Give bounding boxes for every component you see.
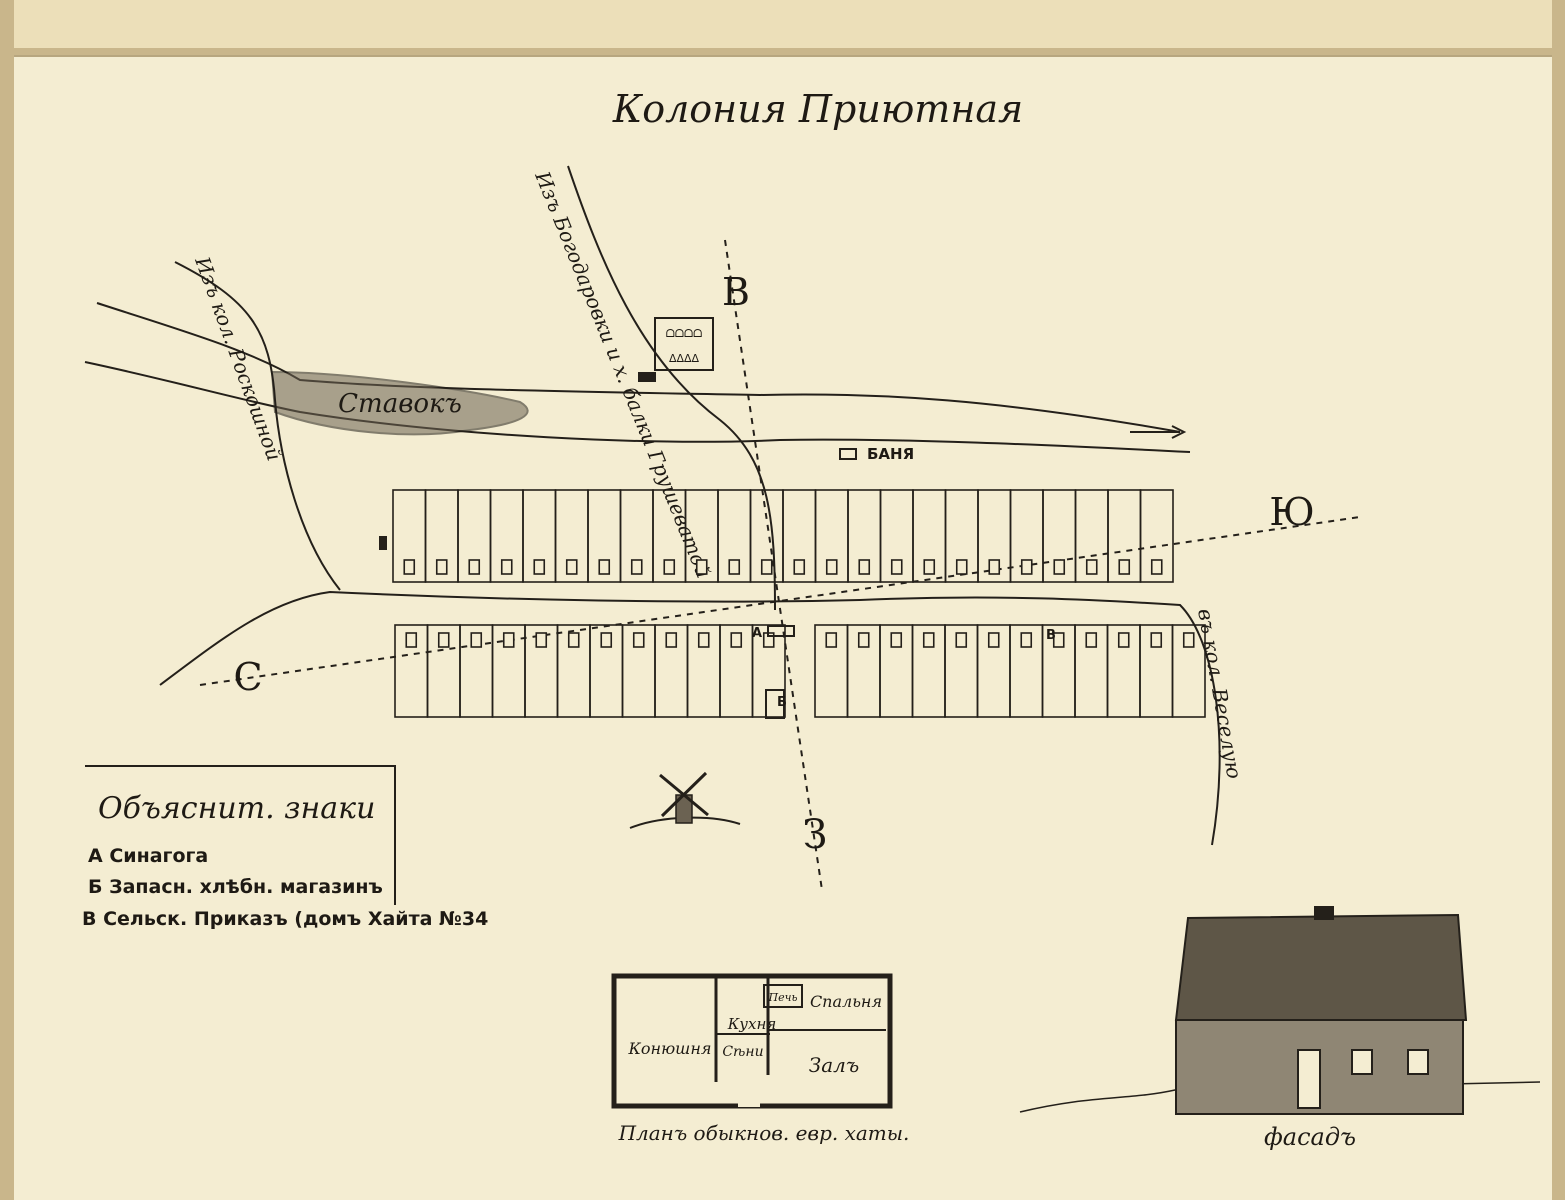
south-row-house xyxy=(665,632,678,648)
marker-village-office: В xyxy=(1046,628,1056,643)
south-row-house xyxy=(730,632,743,648)
room-stove: Печь xyxy=(768,991,798,1004)
south-row-house xyxy=(1150,632,1163,648)
bath-house xyxy=(839,448,857,460)
house-plan-caption: Планъ обыкнов. евр. хаты. xyxy=(618,1121,910,1145)
north-row-house xyxy=(825,559,838,575)
north-row-house xyxy=(1053,559,1066,575)
synagogue-building xyxy=(767,625,795,637)
marker-synagogue: А xyxy=(752,626,762,641)
granary-building xyxy=(765,689,785,719)
south-row-house xyxy=(632,632,645,648)
north-row-house xyxy=(663,559,676,575)
north-row-house xyxy=(760,559,773,575)
road-north xyxy=(567,165,776,611)
south-row-house xyxy=(987,632,1000,648)
previous-page-strip xyxy=(14,0,1552,48)
marker-granary: Б xyxy=(777,695,787,710)
main-street xyxy=(159,590,1221,846)
pond-label: Ставокъ xyxy=(338,389,462,419)
north-row-house xyxy=(695,559,708,575)
axis-east-west xyxy=(724,239,823,891)
map-title: Колония Приютная xyxy=(612,87,1023,131)
plot-row-south xyxy=(394,624,1206,718)
stream-bank-north xyxy=(96,302,1181,433)
compass-west: З xyxy=(803,812,828,858)
compass-east: В xyxy=(722,270,750,314)
south-row-house xyxy=(1117,632,1130,648)
north-row-house xyxy=(403,559,416,575)
legend-item-b: Б Запасн. хлѣбн. магазинъ xyxy=(88,876,383,898)
south-row-house xyxy=(437,632,450,648)
south-row-house xyxy=(922,632,935,648)
south-row-house xyxy=(1182,632,1195,648)
north-row-house xyxy=(565,559,578,575)
south-row-house xyxy=(567,632,580,648)
axis-north-south xyxy=(199,516,1361,686)
room-stable: Конюшня xyxy=(628,1039,712,1058)
room-kitchen: Кухня xyxy=(727,1015,777,1033)
cemetery-plot: ᗝᗝᗝᗝ ᐃᐃᐃᐃ xyxy=(638,317,714,382)
outbuilding xyxy=(379,536,387,550)
north-row-house xyxy=(890,559,903,575)
north-row-house xyxy=(1118,559,1131,575)
compass-south: Ю xyxy=(1269,490,1314,534)
south-row-house xyxy=(890,632,903,648)
bath-label: БАНЯ xyxy=(867,445,914,463)
room-parlor: Залъ xyxy=(809,1053,859,1077)
south-row-house xyxy=(535,632,548,648)
legend-item-v: В Сельск. Приказъ (домъ Хайта №34 xyxy=(82,908,488,930)
north-row-house xyxy=(533,559,546,575)
south-row-house xyxy=(600,632,613,648)
south-row-house xyxy=(502,632,515,648)
north-row-house xyxy=(1020,559,1033,575)
legend-title: Объяснит. знаки xyxy=(98,791,375,826)
south-row-house xyxy=(1020,632,1033,648)
north-row-house xyxy=(500,559,513,575)
house-plan: Конюшня Печь Спальня Кухня Сѣни Залъ Пла… xyxy=(611,973,910,1145)
north-row-house xyxy=(1085,559,1098,575)
north-row-house xyxy=(923,559,936,575)
north-row-house xyxy=(598,559,611,575)
room-bedroom: Спальня xyxy=(810,992,882,1011)
north-row-plot xyxy=(1139,489,1174,583)
legend: Объяснит. знаки А Синагога Б Запасн. хлѣ… xyxy=(82,765,488,930)
north-row-house xyxy=(988,559,1001,575)
facade-caption: фасадъ xyxy=(1264,1123,1356,1151)
svg-text:ᗝᗝᗝᗝ: ᗝᗝᗝᗝ xyxy=(666,327,703,340)
south-row-house xyxy=(470,632,483,648)
compass-north: С xyxy=(233,655,262,699)
south-row-house xyxy=(825,632,838,648)
north-row-house xyxy=(1150,559,1163,575)
north-row-house xyxy=(468,559,481,575)
south-row-house xyxy=(857,632,870,648)
north-row-house xyxy=(858,559,871,575)
north-row-house xyxy=(793,559,806,575)
svg-text:ᐃᐃᐃᐃ: ᐃᐃᐃᐃ xyxy=(669,352,700,365)
north-row-house xyxy=(955,559,968,575)
south-row-house xyxy=(1085,632,1098,648)
south-row-house xyxy=(1052,632,1065,648)
north-row-house xyxy=(728,559,741,575)
road-northwest xyxy=(174,261,341,591)
south-row-house xyxy=(697,632,710,648)
pond xyxy=(270,370,529,436)
north-row-house xyxy=(435,559,448,575)
flow-arrow-icon xyxy=(1130,425,1187,439)
house-facade: фасадъ xyxy=(1019,906,1541,1151)
south-row-house xyxy=(955,632,968,648)
legend-item-a: А Синагога xyxy=(88,845,208,867)
south-row-plot xyxy=(1171,624,1206,718)
stream-bank-south xyxy=(84,361,1191,453)
north-row-house xyxy=(630,559,643,575)
plot-row-north xyxy=(392,489,1174,583)
windmill-icon xyxy=(629,771,741,829)
south-row-house xyxy=(405,632,418,648)
room-hall: Сѣни xyxy=(722,1044,763,1060)
